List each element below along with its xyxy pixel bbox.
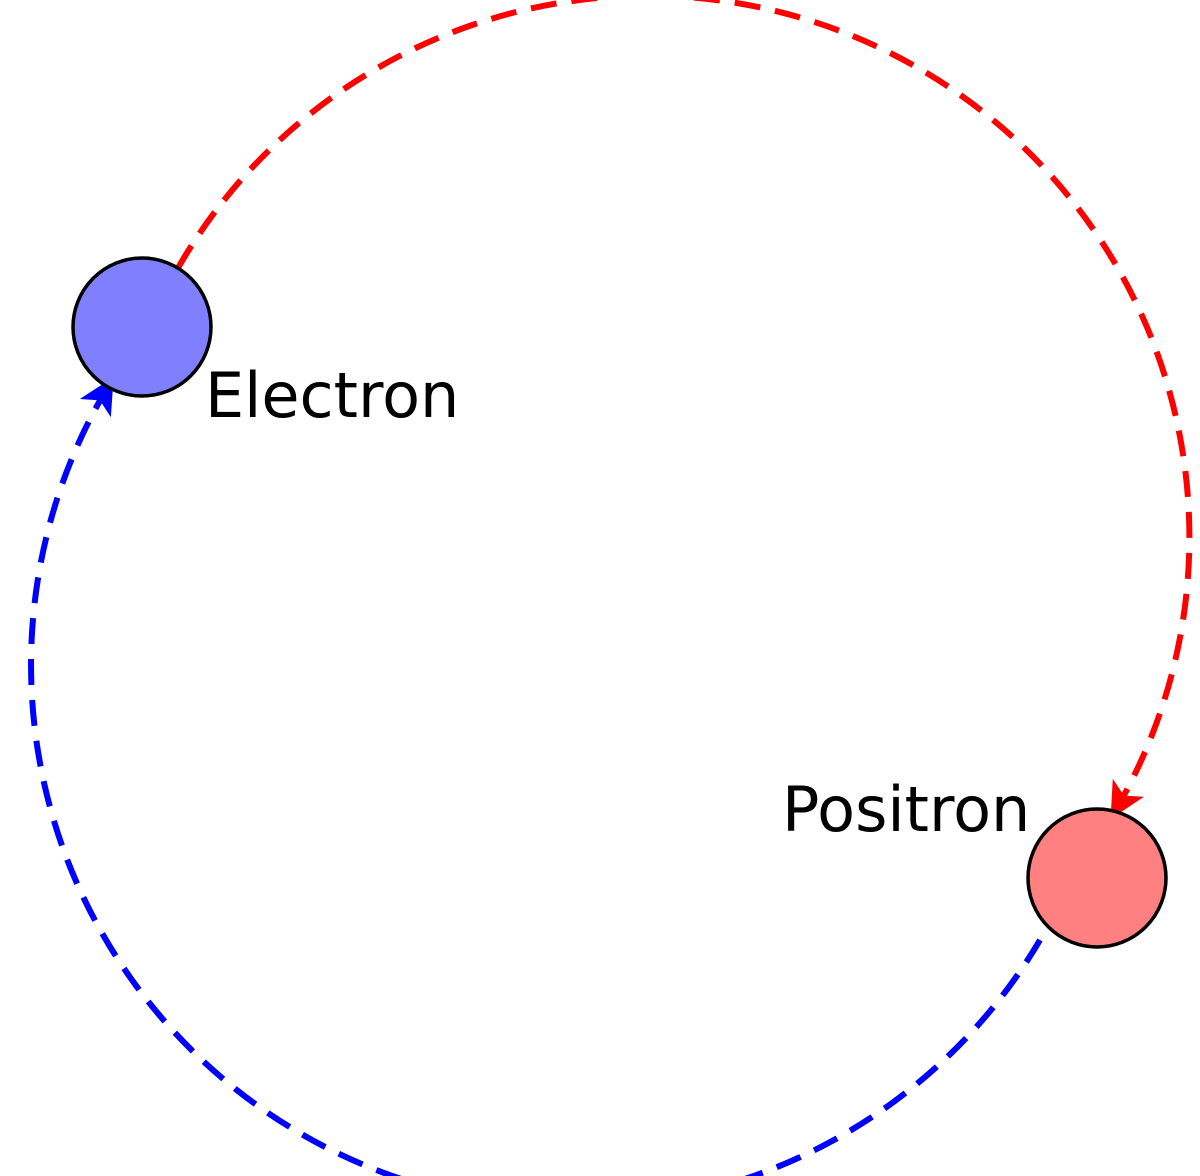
- positron-label: Positron: [782, 773, 1030, 846]
- electron-particle: [71, 256, 213, 398]
- electron-label: Electron: [205, 359, 459, 432]
- positron-particle: [1026, 807, 1168, 949]
- electron-to-positron-path: [175, 0, 1193, 820]
- positron-to-electron-path: [28, 377, 1043, 1176]
